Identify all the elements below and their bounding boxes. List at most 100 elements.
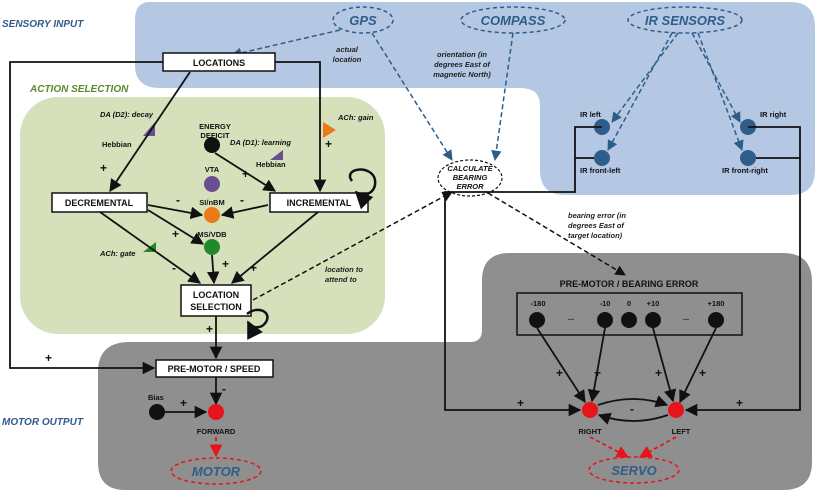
pre-motor-speed-label: PRE-MOTOR / SPEED [168,364,261,374]
sign-plus-msvdb-locsel: + [222,257,229,271]
forward-neuron [208,404,224,420]
da-d1-label: DA (D1): learning [230,138,291,147]
motor-output-node: MOTOR [170,457,262,485]
ach-gain-triangle [323,122,336,138]
decremental-label: DECREMENTAL [65,198,134,208]
ms-vdb-neuron [204,239,220,255]
location-to-attend-note-1: location to [325,265,363,274]
sign-plus-inc-locsel: + [250,261,257,275]
energy-deficit-label-1: ENERGY [199,122,231,131]
sensory-input-region: SENSORY INPUT [2,2,815,195]
ir-sensors: IR SENSORS [627,6,743,34]
servo-output-node: SERVO [588,456,680,484]
sign-minus-dec-sinbm: - [176,193,180,207]
calc-bearing-label-3: ERROR [456,182,484,191]
bearing-tick-pos180: +180 [708,299,725,308]
ir-front-right-label: IR front-right [722,166,768,175]
left-neuron [668,402,684,418]
orientation-note-1: orientation (in [437,50,487,59]
bearing-tick-ellipsis-left: ... [568,313,574,322]
sign-plus-bias-forward: + [180,396,187,410]
locations-label: LOCATIONS [193,58,245,68]
incremental-label: INCREMENTAL [287,198,352,208]
compass-label: COMPASS [481,13,546,28]
bearing-tick-neg180: -180 [530,299,545,308]
decremental-box: DECREMENTAL [51,192,148,213]
bearing-tick-neg10: -10 [600,299,611,308]
sign-plus-pos180-left: + [699,366,706,380]
bearing-error-note-1: bearing error (in [568,211,626,220]
si-nbm-label: SI/nBM [199,198,224,207]
da-d2-triangle [143,122,155,136]
bearing-error-array: -180 ... -10 0 +10 ... +180 [516,292,743,336]
ach-gate-label: ACh: gate [99,249,135,258]
servo-label: SERVO [611,463,657,478]
energy-deficit-neuron [204,137,220,153]
si-nbm-neuron [204,207,220,223]
ach-gain-label: ACh: gain [337,113,374,122]
sign-minus-mutual: - [630,402,634,416]
ir-front-right-neuron: IR front-right [722,150,768,175]
right-label: RIGHT [578,427,602,436]
motor-output-title: MOTOR OUTPUT [2,417,84,428]
sensory-input-title: SENSORY INPUT [2,19,84,30]
pre-motor-bearing-label: PRE-MOTOR / BEARING ERROR [560,279,699,289]
bearing-neuron-0 [621,312,637,328]
bearing-neuron-neg180 [529,312,545,328]
motor-label: MOTOR [192,464,241,479]
sign-plus-neg180-right: + [556,366,563,380]
sign-minus-speed-forward: - [222,382,226,396]
sensor-arrows [230,29,744,162]
location-selection-box: LOCATION SELECTION [180,284,252,317]
actual-location-note-1: actual [336,45,359,54]
ir-left-label: IR left [580,110,601,119]
bearing-tick-ellipsis-right: ... [683,313,689,322]
location-selection-label-1: LOCATION [193,290,239,300]
da-d1-triangle [270,150,283,160]
sign-minus-dec-locsel: - [172,261,176,275]
gps-sensor: GPS [332,6,394,34]
bearing-neuron-pos10 [645,312,661,328]
left-label: LEFT [672,427,691,436]
compass-sensor: COMPASS [460,6,566,34]
sign-plus-locations-speed: + [45,351,52,365]
sign-plus-locsel-speed: + [206,322,213,336]
da-d2-label: DA (D2): decay [100,110,154,119]
bearing-motor-arrows [444,126,801,425]
actual-location-note-2: location [333,55,362,64]
ir-right-label: IR right [760,110,787,119]
energy-deficit-label-2: DEFICIT [200,131,230,140]
sign-minus-inc-sinbm: - [240,193,244,207]
sign-plus-decremental-in: + [100,161,107,175]
sign-plus-dec-msvdb: + [172,227,179,241]
vta-neuron [204,176,220,192]
sign-plus-incremental-in: + [325,137,332,151]
bearing-error-note-2: degrees East of [568,221,625,230]
right-neuron [582,402,598,418]
pre-motor-speed-box: PRE-MOTOR / SPEED [155,359,274,378]
forward-label: FORWARD [197,427,236,436]
bearing-neuron-pos180 [708,312,724,328]
calc-bearing-label-1: CALCULATE [447,164,493,173]
incremental-self-loop [348,168,377,210]
speed-arrows [9,61,223,419]
hebbian-left-label: Hebbian [102,140,132,149]
bias-neuron [149,404,165,420]
sign-plus-ir-left: + [736,396,743,410]
bearing-tick-pos10: +10 [647,299,660,308]
bias-label: Bias [148,393,164,402]
location-selection-label-2: SELECTION [190,302,242,312]
ir-sensors-label: IR SENSORS [645,13,726,28]
bearing-arrows [252,191,626,301]
bearing-neuron-neg10 [597,312,613,328]
location-selection-self-loop [246,308,269,341]
action-selection-arrows [99,61,327,285]
action-selection-title: ACTION SELECTION [29,84,129,95]
ir-front-left-label: IR front-left [580,166,621,175]
ms-vdb-label: MS/VDB [197,230,227,239]
sign-plus-energy-inc: + [242,167,249,181]
ir-front-left-neuron: IR front-left [580,150,621,175]
bearing-error-note-3: target location) [568,231,623,240]
